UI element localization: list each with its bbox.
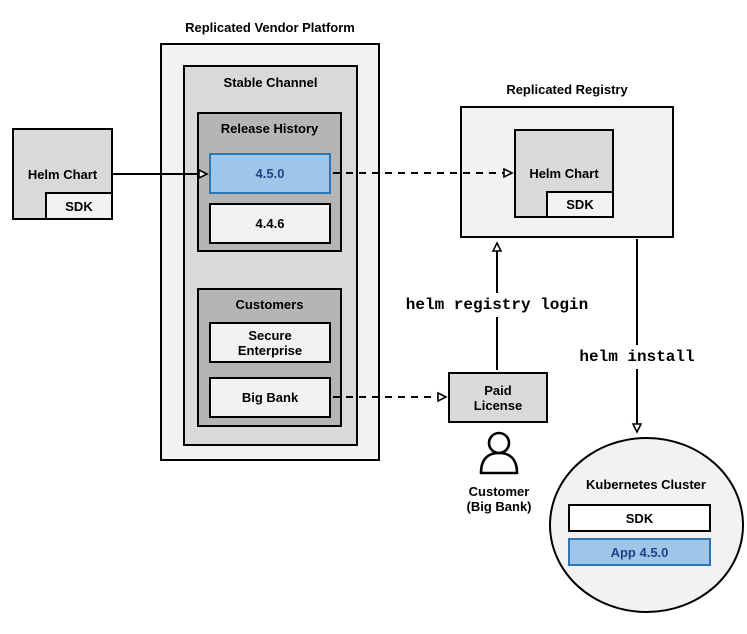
registry-sdk-box: SDK bbox=[546, 191, 614, 218]
vendor-platform-title: Replicated Vendor Platform bbox=[185, 20, 355, 35]
source-sdk-box: SDK bbox=[45, 192, 113, 220]
person-icon bbox=[479, 431, 519, 475]
registry-title: Replicated Registry bbox=[506, 82, 628, 97]
paid-license-line2: License bbox=[473, 397, 523, 413]
customer-persona-label: Customer (Big Bank) bbox=[439, 484, 559, 514]
customer-persona-line1: Customer bbox=[468, 484, 530, 499]
cluster-app-box: App 4.5.0 bbox=[568, 538, 711, 566]
release-history-title: Release History bbox=[220, 121, 319, 136]
release-4-4-6: 4.4.6 bbox=[209, 203, 331, 244]
cmd-helm-install: helm install bbox=[576, 345, 698, 369]
customer-persona-line2: (Big Bank) bbox=[466, 499, 532, 514]
customer-big-bank: Big Bank bbox=[209, 377, 331, 418]
customer-secure-enterprise: Secure Enterprise bbox=[209, 322, 331, 363]
stable-channel-title: Stable Channel bbox=[223, 75, 318, 90]
cmd-helm-registry-login: helm registry login bbox=[405, 293, 589, 317]
customers-title: Customers bbox=[235, 297, 304, 312]
cluster-sdk-box: SDK bbox=[568, 504, 711, 532]
paid-license-line1: Paid bbox=[484, 382, 512, 398]
release-4-5-0: 4.5.0 bbox=[209, 153, 331, 194]
paid-license-box: Paid License bbox=[448, 372, 548, 423]
kubernetes-cluster-title: Kubernetes Cluster bbox=[586, 477, 706, 492]
